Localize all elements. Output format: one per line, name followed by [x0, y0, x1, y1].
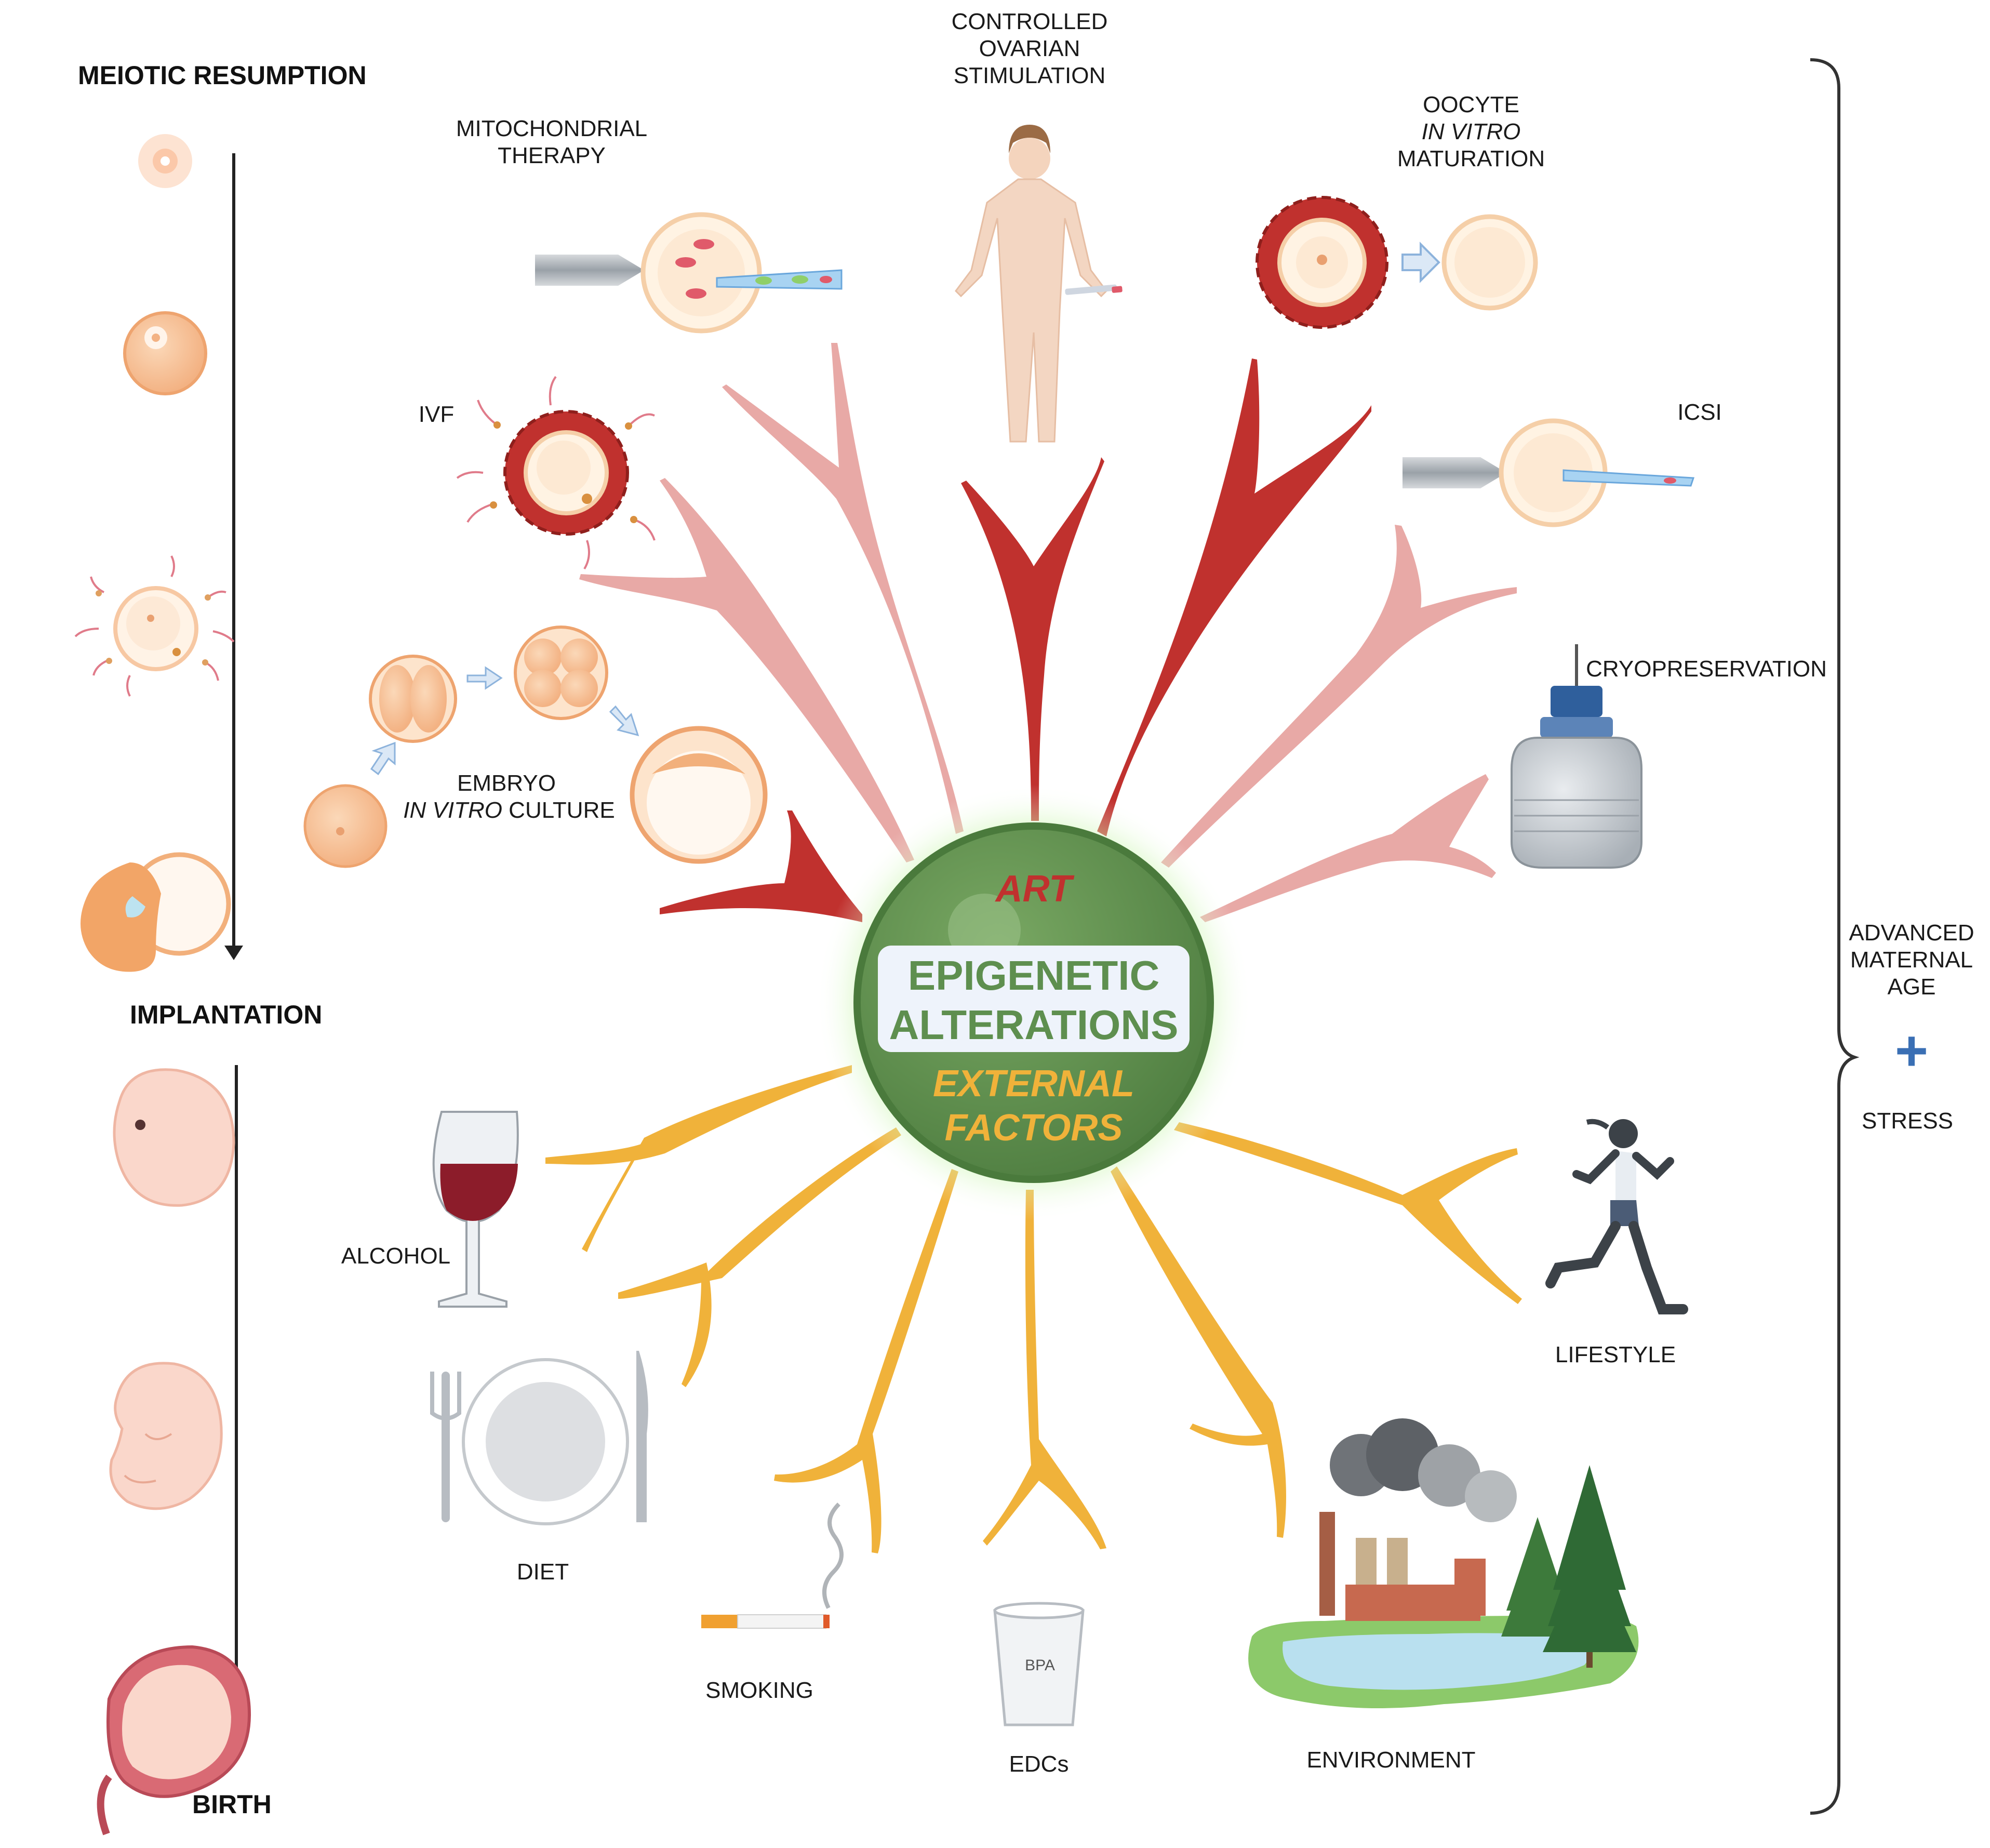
- cumulus-oocyte-icon: [1256, 196, 1388, 329]
- embryo-label-1: EMBRYO: [457, 770, 556, 796]
- spike-ivm: [1097, 358, 1371, 836]
- mitochondrial-label-2: THERAPY: [498, 143, 606, 168]
- pregnancy-uterus-icon: [97, 1645, 251, 1836]
- ivm-arrow-icon: [1401, 242, 1440, 283]
- spike-edcs: [983, 1190, 1106, 1549]
- fertilization-icon: [74, 555, 235, 697]
- birth-label: BIRTH: [192, 1790, 272, 1819]
- embryo-label-2: IN VITRO CULTURE: [403, 797, 615, 823]
- spike-mitochondrial: [722, 343, 964, 834]
- external-label: EXTERNAL: [933, 1063, 1134, 1105]
- timeline: MEIOTIC RESUMPTION IMPLANTATION BIRTH: [74, 61, 367, 1836]
- cos-label-1: CONTROLLED: [952, 9, 1108, 34]
- blastocyst-icon: [630, 726, 768, 864]
- two-cell-embryo-icon: [369, 655, 457, 743]
- fetus-icon: [109, 1362, 223, 1510]
- advanced-label: ADVANCED: [1849, 920, 1974, 946]
- icsi-label: ICSI: [1677, 400, 1722, 425]
- environment: ENVIRONMENT: [1248, 1418, 1639, 1773]
- cigarette-icon: [701, 1503, 844, 1629]
- implantation-label: IMPLANTATION: [130, 1000, 322, 1029]
- ivm-label-1: OOCYTE: [1423, 92, 1519, 117]
- plus-icon: +: [1895, 1019, 1928, 1083]
- factor-spikes: [545, 343, 1522, 1553]
- plastic-cup-icon: BPA: [993, 1602, 1085, 1726]
- alcohol-label: ALCOHOL: [341, 1243, 450, 1269]
- culture-arrow-2-icon: [466, 666, 503, 690]
- factory-lake-forest-icon: [1248, 1418, 1639, 1708]
- mitochondrial-therapy: MITOCHONDRIAL THERAPY: [456, 116, 843, 334]
- smoking-label: SMOKING: [705, 1678, 813, 1703]
- diet-label: DIET: [517, 1559, 569, 1585]
- smoking: SMOKING: [701, 1503, 844, 1703]
- epigenetic-label: EPIGENETIC: [908, 952, 1160, 999]
- mitochondrial-injection-icon: [535, 212, 843, 334]
- spike-lifestyle: [1174, 1122, 1522, 1304]
- meiotic-resumption-label: MEIOTIC RESUMPTION: [78, 61, 367, 90]
- ivm-label-3: MATURATION: [1397, 146, 1545, 171]
- ivf-label: IVF: [419, 402, 454, 427]
- timeline-arrowhead-1: [224, 946, 243, 960]
- art-label: ART: [995, 868, 1075, 910]
- mitochondrial-label-1: MITOCHONDRIAL: [456, 116, 647, 141]
- center-label-box: [878, 946, 1190, 1052]
- spike-smoking: [774, 1169, 958, 1553]
- alterations-label: ALTERATIONS: [889, 1002, 1179, 1048]
- maternal-label: MATERNAL: [1850, 947, 1973, 973]
- spike-environment: [1111, 1166, 1286, 1538]
- wine-glass-icon: [432, 1111, 519, 1308]
- zygote-icon: [303, 784, 388, 868]
- lifestyle: LIFESTYLE: [1545, 1119, 1688, 1367]
- blastocyst-implantation-icon: [81, 852, 231, 972]
- ivm-label-2: IN VITRO: [1422, 119, 1521, 144]
- edcs-label: EDCs: [1009, 1751, 1069, 1777]
- edcs: BPA EDCs: [993, 1602, 1085, 1777]
- embryo-icon: [113, 1068, 235, 1207]
- age-label: AGE: [1888, 974, 1936, 1000]
- cryo-label: CRYOPRESERVATION: [1586, 656, 1827, 682]
- culture-arrow-3-icon: [609, 705, 639, 737]
- oocyte-ivm: OOCYTE IN VITRO MATURATION: [1256, 92, 1545, 329]
- ivf: IVF: [419, 376, 656, 570]
- spike-cryo: [1200, 774, 1496, 922]
- spike-diet: [618, 1127, 901, 1387]
- factors-label: FACTORS: [945, 1107, 1123, 1149]
- plate-cutlery-icon: [430, 1351, 648, 1525]
- bpa-label: BPA: [1025, 1657, 1055, 1674]
- controlled-ovarian-stimulation: CONTROLLED OVARIAN STIMULATION: [952, 9, 1123, 443]
- embryo-culture: EMBRYO IN VITRO CULTURE: [303, 626, 768, 868]
- stress-label: STRESS: [1862, 1108, 1953, 1134]
- diet: DIET: [430, 1351, 648, 1585]
- cryopreservation: CRYOPRESERVATION: [1511, 644, 1827, 869]
- spike-icsi: [1161, 525, 1517, 868]
- icsi: ICSI: [1403, 400, 1722, 527]
- ivf-oocyte-sperm-icon: [456, 376, 656, 570]
- center-node: ART EPIGENETIC ALTERATIONS EXTERNAL FACT…: [816, 785, 1252, 1221]
- right-bracket: [1810, 58, 1860, 1815]
- runner-icon: [1545, 1119, 1688, 1314]
- woman-figure-icon: [955, 125, 1123, 443]
- oocyte-growing-icon: [123, 311, 207, 395]
- cryo-tank-icon: [1511, 644, 1642, 869]
- spike-cos: [961, 457, 1104, 821]
- spike-alcohol: [545, 1065, 852, 1252]
- four-cell-embryo-icon: [514, 626, 608, 720]
- lifestyle-label: LIFESTYLE: [1555, 1342, 1676, 1367]
- alcohol: ALCOHOL: [341, 1111, 519, 1308]
- culture-arrow-1-icon: [370, 741, 396, 776]
- spike-embryo-culture: [660, 810, 862, 922]
- mature-oocyte-icon: [1441, 214, 1538, 311]
- maternal-age-bracket: ADVANCED MATERNAL AGE + STRESS: [1810, 58, 1974, 1815]
- icsi-injection-icon: [1403, 418, 1695, 527]
- cos-label-2: OVARIAN: [979, 36, 1080, 61]
- environment-label: ENVIRONMENT: [1306, 1747, 1475, 1773]
- cos-label-3: STIMULATION: [954, 63, 1106, 88]
- oocyte-immature-icon: [138, 134, 192, 188]
